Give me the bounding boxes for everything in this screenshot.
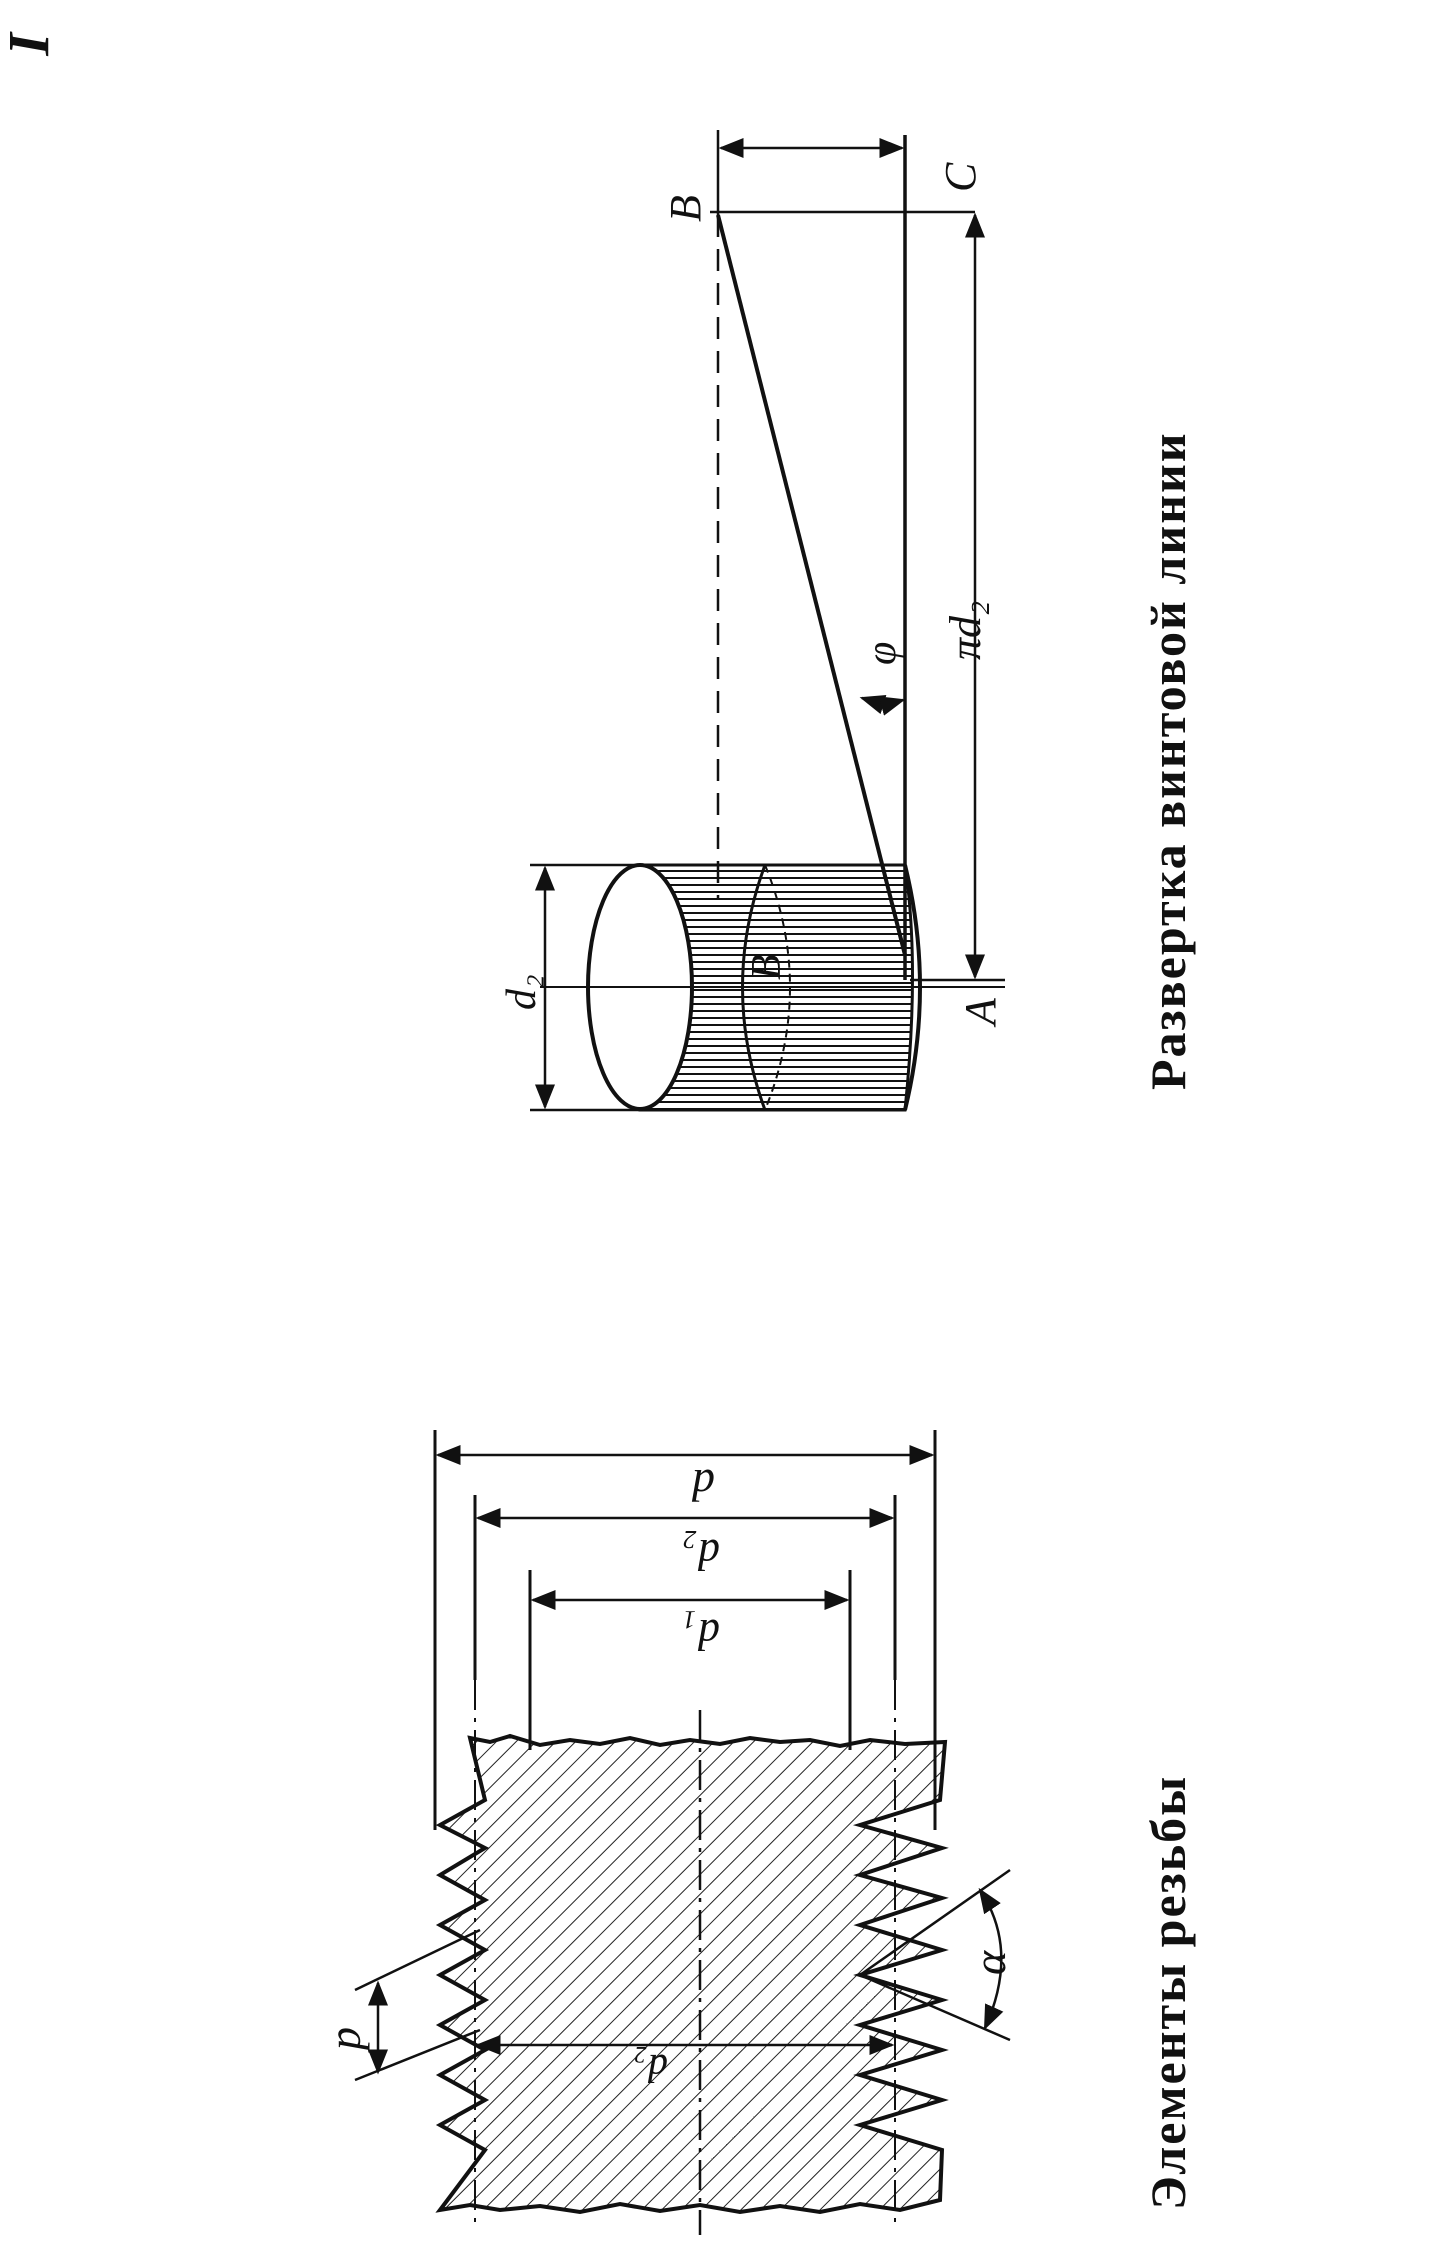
lead-angle-arc: [859, 694, 906, 716]
thread-profile: [435, 1733, 949, 2215]
label-point-b-top: B: [661, 195, 710, 222]
label-d2-lower: d₂: [634, 2046, 668, 2091]
label-point-a: A: [956, 997, 1005, 1028]
label-d2: d₂: [683, 1530, 720, 1579]
label-d: d: [691, 1460, 715, 1511]
helix-hypotenuse: [716, 214, 907, 956]
pitch-ext-1: [354, 1928, 481, 1992]
thread-title: Элементы резьбы: [1140, 1775, 1196, 2210]
label-point-b-cylinder: B: [744, 954, 790, 980]
label-point-c: C: [936, 162, 985, 192]
angle-arc: [978, 1887, 1004, 2031]
label-cyl-d2: d₂: [499, 974, 545, 1010]
cylinder-bottom-back: [764, 864, 791, 1111]
label-circumference: πd₂: [941, 601, 990, 660]
thread-figure: d d₂ d₁ d₂ p α Элементы резьбы: [319, 1430, 1196, 2235]
angle-ray-1: [859, 1868, 1011, 1977]
label-alpha: α: [964, 1950, 1015, 1975]
label-p: p: [319, 2027, 370, 2053]
helix-title: Развертка винтовой линии: [1140, 431, 1196, 1090]
helix-figure: d₂ πd₂ φ B C A B Развертка винтовой лини…: [499, 130, 1196, 1112]
label-phi: φ: [859, 642, 905, 665]
page-number: I: [0, 31, 62, 57]
label-d1: d₁: [683, 1610, 720, 1659]
